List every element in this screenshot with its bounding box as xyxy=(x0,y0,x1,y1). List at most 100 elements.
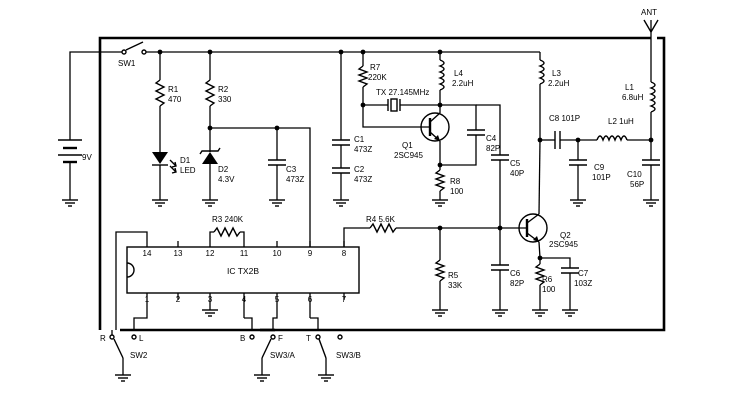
ground-r6 xyxy=(532,309,548,317)
resistor-r4: R4 5.6K xyxy=(343,215,500,247)
ground-battery xyxy=(62,199,78,207)
sw1-label: SW1 xyxy=(118,59,136,68)
c2-ref: C2 xyxy=(354,165,365,174)
c3-ref: C3 xyxy=(286,165,297,174)
r8-ref: R8 xyxy=(450,177,461,186)
ground-c7 xyxy=(562,309,578,317)
ic-pin14-net xyxy=(115,231,148,330)
q1-ref: Q1 xyxy=(402,141,413,150)
c5-ref: C5 xyxy=(510,159,521,168)
c1-value: 473Z xyxy=(354,145,372,154)
antenna: ANT xyxy=(641,8,659,34)
ic-pin-6: 6 xyxy=(308,295,313,304)
r8-value: 100 xyxy=(450,187,464,196)
ic-pin-12: 12 xyxy=(206,249,215,258)
resistor-r7: R7 220K xyxy=(357,52,388,108)
ground-d2 xyxy=(202,199,218,207)
r7-ref: R7 xyxy=(370,63,381,72)
ic-pin-11: 11 xyxy=(240,249,249,258)
c1-ref: C1 xyxy=(354,135,365,144)
capacitor-c3: C3 473Z xyxy=(268,128,304,200)
sw3a-label: SW3/A xyxy=(270,351,296,360)
switch-sw2: R L SW2 xyxy=(100,300,148,375)
d1-ref: D1 xyxy=(180,156,191,165)
switch-sw3b: T SW3/B xyxy=(306,317,361,375)
ic-pin-14: 14 xyxy=(143,249,152,258)
c5-value: 40P xyxy=(510,169,524,178)
ic-tx2b: IC TX2B 14 13 12 11 10 9 8 1 2 3 4 5 6 7 xyxy=(126,241,360,318)
ground-c9 xyxy=(570,199,586,207)
ic-pin-2: 2 xyxy=(176,295,181,304)
r2-ref: R2 xyxy=(218,85,229,94)
capacitor-c7: C7 103Z xyxy=(540,257,592,310)
d2-value: 4.3V xyxy=(218,175,235,184)
ic-pin-9: 9 xyxy=(308,249,313,258)
l4-ref: L4 xyxy=(454,69,463,78)
ground-c6 xyxy=(492,309,508,317)
capacitor-c9: C9 101P xyxy=(569,140,611,200)
l3-value: 2.2uH xyxy=(548,79,570,88)
crystal-tx: TX 27.145MHz xyxy=(376,88,443,112)
resistor-r1: R1 470 xyxy=(154,52,182,152)
c8-label: C8 101P xyxy=(549,114,580,123)
r6-value: 100 xyxy=(542,285,556,294)
switch-sw3a: B F SW3/A xyxy=(240,300,296,375)
c6-value: 82P xyxy=(510,279,524,288)
d1-value: LED xyxy=(180,166,196,175)
l1-value: 6.8uH xyxy=(622,93,644,102)
c4-value: 82P xyxy=(486,144,500,153)
resistor-r5: R5 33K xyxy=(434,228,463,310)
battery-9v: 9V xyxy=(58,139,92,200)
transistor-q1: Q1 2SC945 xyxy=(362,105,450,168)
ic-name: IC TX2B xyxy=(227,266,259,276)
r7-value: 220K xyxy=(368,73,387,82)
r2-value: 330 xyxy=(218,95,232,104)
c6-ref: C6 xyxy=(510,269,521,278)
ic-pin-1: 1 xyxy=(145,295,150,304)
capacitor-c10: C10 56P xyxy=(627,140,660,200)
sw3b-left-label: T xyxy=(306,334,311,343)
r6-ref: R6 xyxy=(542,275,553,284)
capacitor-c5: C5 40P xyxy=(476,104,524,231)
battery-label: 9V xyxy=(82,153,92,162)
ground-sw3a xyxy=(254,374,270,382)
inductor-l4: L4 2.2uH xyxy=(438,52,474,105)
zener-d2: D2 4.3V xyxy=(199,147,235,200)
resistor-r6: R6 100 xyxy=(534,258,556,310)
ground-r8 xyxy=(432,199,448,207)
ic-pin-13: 13 xyxy=(174,249,183,258)
q1-value: 2SC945 xyxy=(394,151,423,160)
positive-rail xyxy=(69,49,540,140)
ground-ic-pin3 xyxy=(202,309,218,317)
ic-pin-10: 10 xyxy=(273,249,282,258)
r1-ref: R1 xyxy=(168,85,179,94)
ic-pin-8: 8 xyxy=(342,249,347,258)
r1-value: 470 xyxy=(168,95,182,104)
inductor-l1: L1 6.8uH xyxy=(622,32,656,140)
ground-d1 xyxy=(152,199,168,207)
antenna-label: ANT xyxy=(641,8,657,17)
c10-value: 56P xyxy=(630,180,644,189)
resistor-r8: R8 100 xyxy=(434,165,464,200)
q2-value: 2SC945 xyxy=(549,240,578,249)
l1-ref: L1 xyxy=(625,83,634,92)
capacitor-c1-c2: C1 473Z C2 473Z xyxy=(332,49,372,200)
sw3a-left-label: B xyxy=(240,334,245,343)
ic-pin-3: 3 xyxy=(208,295,213,304)
c9-value: 101P xyxy=(592,173,611,182)
ground-c2 xyxy=(333,199,349,207)
ic-pin-4: 4 xyxy=(242,295,247,304)
capacitor-c6: C6 82P xyxy=(491,228,524,310)
r5-ref: R5 xyxy=(448,271,459,280)
transistor-q2: Q2 2SC945 xyxy=(500,139,578,261)
resistor-r3: R3 240K xyxy=(209,215,245,241)
r5-value: 33K xyxy=(448,281,463,290)
ground-r5 xyxy=(432,309,448,317)
ground-sw2 xyxy=(115,374,131,382)
capacitor-c8: C8 101P xyxy=(540,114,597,149)
led-d1: D1 LED xyxy=(152,152,196,200)
switch-sw1: SW1 xyxy=(118,41,147,68)
q2-ref: Q2 xyxy=(560,231,571,240)
ground-c3 xyxy=(269,199,285,207)
